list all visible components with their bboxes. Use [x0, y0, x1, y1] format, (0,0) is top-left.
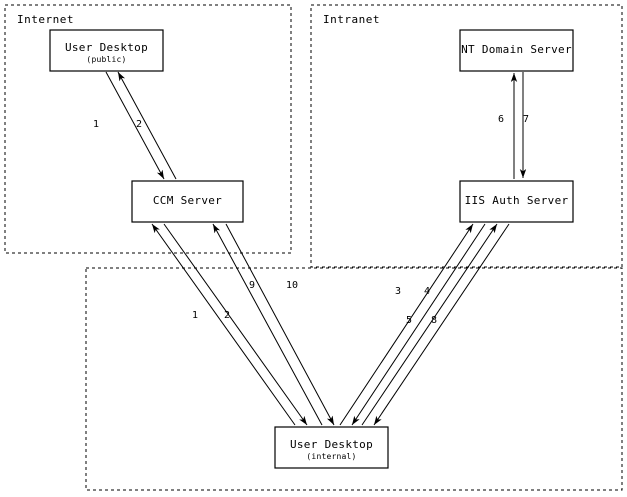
- node-title-ccm-server: CCM Server: [152, 194, 223, 207]
- node-title-user-desktop-internal: User Desktop: [289, 438, 374, 451]
- edge-label-10-ccm-internal: 10: [286, 280, 299, 291]
- edge-label-1-internal-ccm: 1: [192, 310, 199, 321]
- edge-label-4-iis-internal: 4: [424, 286, 431, 297]
- node-iis-auth-server[interactable]: IIS Auth Server: [460, 194, 573, 208]
- node-subtitle-user-desktop-internal: (internal): [306, 451, 357, 461]
- node-user-desktop-public[interactable]: User Desktop (public): [50, 41, 163, 64]
- edge-label-2-ccm-internal: 2: [224, 310, 231, 321]
- zone-internet: [4, 4, 292, 254]
- node-user-desktop-internal[interactable]: User Desktop (internal): [275, 438, 388, 461]
- node-box-iis-auth-server[interactable]: [459, 180, 574, 223]
- edge-label-8-iis-internal: 8: [431, 315, 438, 326]
- edge-label-2-ccm-public: 2: [136, 119, 143, 130]
- zone-intranet: [310, 4, 623, 268]
- node-title-nt-domain-server: NT Domain Server: [461, 43, 572, 56]
- zone-label-intranet: Intranet: [323, 13, 380, 26]
- node-title-iis-auth-server: IIS Auth Server: [464, 194, 569, 207]
- edge-2-ccm-to-internal: [163, 223, 308, 426]
- edge-5-internal-to-iis: [361, 223, 498, 426]
- node-box-nt-domain-server[interactable]: [459, 29, 574, 72]
- edge-2-ccm-to-public: [117, 71, 177, 180]
- edge-9-internal-to-ccm: [212, 223, 323, 426]
- node-ccm-server[interactable]: CCM Server: [132, 194, 243, 208]
- node-title-user-desktop-public: User Desktop: [64, 41, 149, 54]
- node-nt-domain-server[interactable]: NT Domain Server: [460, 43, 573, 57]
- node-box-user-desktop-internal[interactable]: [274, 426, 389, 469]
- zone-label-internet: Internet: [17, 13, 74, 26]
- zone-internal-network: [85, 267, 623, 491]
- edge-label-3-internal-iis: 3: [395, 286, 402, 297]
- edge-label-7-nt-iis: 7: [523, 114, 530, 125]
- edge-4-iis-to-internal: [351, 223, 486, 426]
- edge-3-internal-to-iis: [339, 223, 474, 426]
- node-box-ccm-server[interactable]: [131, 180, 244, 223]
- edge-10-ccm-to-internal: [225, 223, 335, 426]
- edge-8-iis-to-internal: [373, 223, 510, 426]
- edge-label-1-public-ccm: 1: [93, 119, 100, 130]
- node-subtitle-user-desktop-public: (public): [86, 54, 127, 64]
- edge-label-5-internal-iis: 5: [406, 315, 413, 326]
- edge-1-public-to-ccm: [105, 71, 165, 180]
- edge-1-internal-to-ccm: [151, 223, 296, 426]
- edge-label-9-internal-ccm: 9: [249, 280, 256, 291]
- node-box-user-desktop-public[interactable]: [49, 29, 164, 72]
- edge-label-6-iis-nt: 6: [498, 114, 505, 125]
